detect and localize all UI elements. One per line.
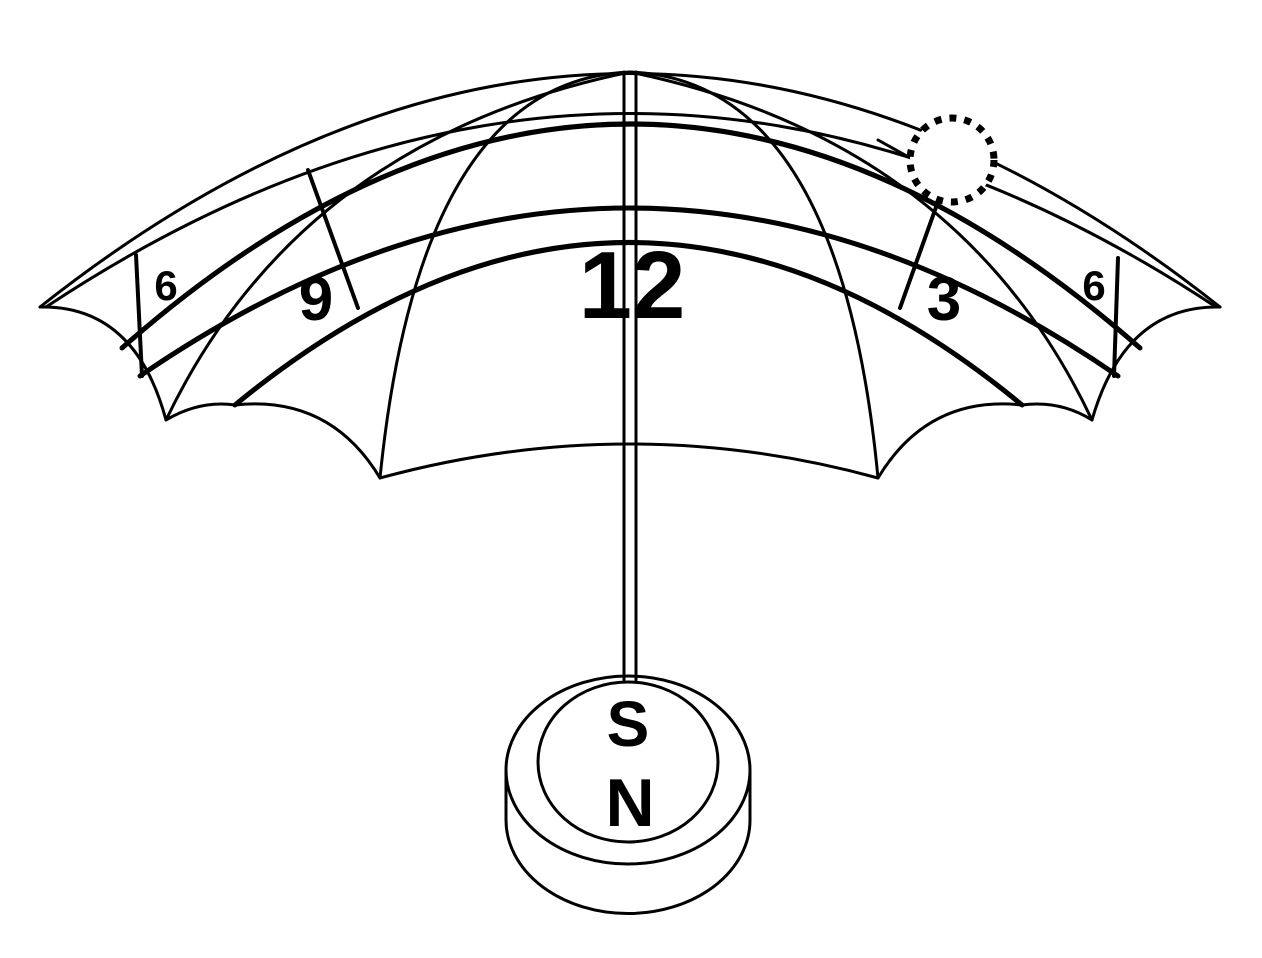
canopy-rib-3 (628, 70, 880, 480)
hour-tick-right-3 (898, 194, 942, 310)
sun-pointer-line (876, 138, 916, 162)
compass-base-top (504, 674, 752, 866)
day-path-lower (232, 240, 1025, 408)
canopy-rib-2 (378, 70, 632, 480)
day-path-upper (119, 121, 1143, 351)
compass-dial (536, 680, 720, 844)
compass-south-label: S (607, 688, 650, 760)
compass-north-label: N (605, 765, 654, 841)
hour-label-noon-12: 12 (579, 232, 686, 339)
canopy-lower-edge (38, 305, 1222, 480)
hour-tick-left-6 (134, 253, 144, 378)
hour-label-left-6: 6 (154, 262, 177, 309)
hour-tick-right-6 (1112, 256, 1120, 378)
hour-label-right-3: 3 (927, 265, 961, 334)
hour-label-right-6: 6 (1082, 262, 1105, 309)
sun-position-marker (906, 114, 998, 206)
hour-tick-left-9 (306, 168, 360, 310)
day-path-middle (137, 205, 1121, 379)
hour-label-left-9: 9 (299, 265, 333, 334)
canopy-outer-rim-inner (44, 112, 1218, 309)
compass-base-side (504, 768, 752, 916)
